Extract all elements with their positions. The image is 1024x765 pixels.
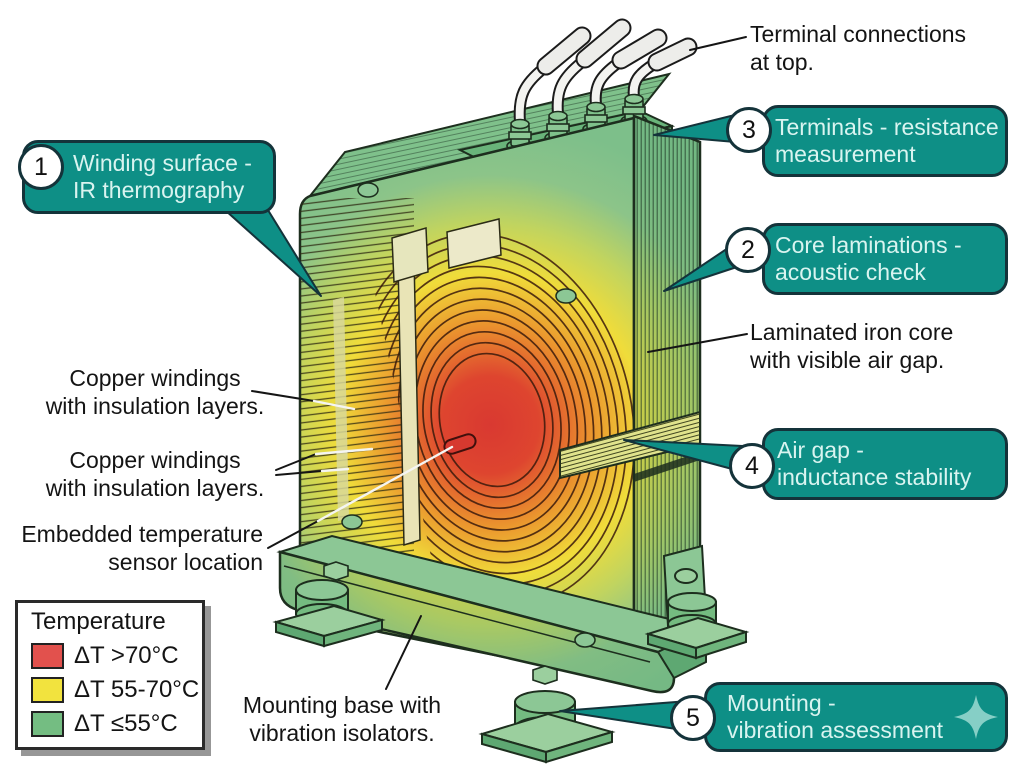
legend-row-cool: ΔT ≤55°C [31,710,202,738]
callout-number-3: 3 [726,107,772,153]
winding-front-face [298,116,636,681]
legend-swatch-red [31,643,64,669]
callout-number-5: 5 [670,695,716,741]
label-embedded-sensor: Embedded temperature sensor location [21,521,263,575]
callout-tails [224,111,763,732]
coil-former-tab [391,227,429,283]
air-gap-slot [634,452,700,482]
label-copper-windings-2: Copper windings with insulation layers. [45,447,265,501]
insulation-band [333,297,349,521]
mounting-base [276,534,709,694]
coil-former-tab [446,218,502,269]
callout-winding-surface: 1 Winding surface - IR thermography [18,140,276,214]
sparkle-icon [954,695,998,739]
terminal-bushings [506,18,698,153]
callout-terminals: 3 Terminals - resistance measurement [726,105,1008,177]
legend-title: Temperature [31,608,166,635]
leader-lines [251,36,748,690]
vibration-isolator-feet [272,544,750,764]
temperature-sensor [443,433,477,455]
legend-row-warm: ΔT 55-70°C [31,676,202,704]
callout-number-2: 2 [725,227,771,273]
label-mounting-base: Mounting base with vibration isolators. [242,692,442,746]
legend-swatch-yellow [31,677,64,703]
callout-number-4: 4 [729,443,775,489]
label-laminated-core: Laminated iron core with visible air gap… [750,319,954,373]
callout-number-1: 1 [18,144,64,190]
callout-air-gap: 4 Air gap - inductance stability [729,428,1008,500]
tie-rod-peg [341,182,577,530]
callout-mounting: 5 Mounting - vibration assessment [670,682,1008,752]
label-terminal-connections: Terminal connections at top. [750,21,967,75]
base-bolt [323,561,596,685]
label-copper-windings-1: Copper windings with insulation layers. [45,365,265,419]
legend-swatch-green [31,711,64,737]
legend-row-hot: ΔT >70°C [31,642,202,670]
temperature-legend: Temperature ΔT >70°C ΔT 55-70°C ΔT ≤55°C [15,600,205,750]
callout-core-laminations: 2 Core laminations - acoustic check [725,223,1008,295]
terminal-wires [513,18,698,128]
